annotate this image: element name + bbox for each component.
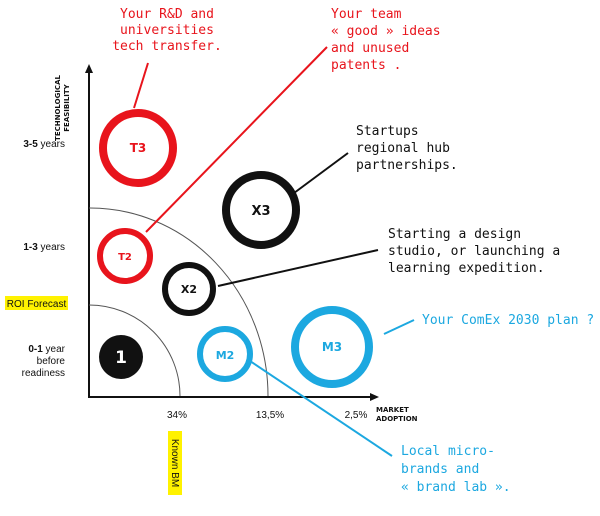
horizon-arc-outer bbox=[88, 207, 269, 397]
svg-text:X2: X2 bbox=[181, 283, 197, 296]
svg-text:regional hub: regional hub bbox=[356, 141, 450, 156]
x-tick-2-5: 2,5% bbox=[345, 410, 368, 421]
note-design-studio: Starting a design studio, or launching a… bbox=[388, 227, 560, 276]
connector-m2-note bbox=[243, 356, 393, 457]
circle-m2: M2 bbox=[197, 326, 253, 382]
svg-text:Local micro-: Local micro- bbox=[401, 444, 495, 459]
svg-text:and unused: and unused bbox=[331, 41, 409, 56]
circle-1: 1 bbox=[99, 335, 143, 379]
connector-x2-note bbox=[217, 249, 379, 287]
svg-text:partnerships.: partnerships. bbox=[356, 158, 458, 173]
svg-text:Your ComEx 2030 plan ?: Your ComEx 2030 plan ? bbox=[422, 313, 594, 328]
svg-text:« brand lab ».: « brand lab ». bbox=[401, 480, 511, 495]
roi-forecast-label: ROI Forecast bbox=[7, 299, 67, 310]
circle-t2: T2 bbox=[97, 228, 153, 284]
svg-text:M2: M2 bbox=[216, 349, 235, 362]
svg-text:« good » ideas: « good » ideas bbox=[331, 24, 441, 39]
svg-text:tech transfer.: tech transfer. bbox=[112, 39, 222, 54]
circle-t3: T3 bbox=[99, 109, 177, 187]
y-axis-arrow bbox=[85, 64, 93, 73]
note-team-ideas: Your team « good » ideas and unused pate… bbox=[331, 7, 441, 73]
svg-text:X3: X3 bbox=[251, 204, 270, 219]
y-tick-3-5-years: 3-5 years bbox=[23, 139, 65, 150]
y-tick-readiness: readiness bbox=[22, 368, 65, 379]
known-bm-label: Known BM bbox=[169, 439, 180, 487]
y-axis-title-line2: FEASIBILITY bbox=[63, 83, 71, 131]
y-tick-1-3-years: 1-3 years bbox=[23, 242, 65, 253]
svg-text:Starting a design: Starting a design bbox=[388, 227, 521, 242]
note-local-brands: Local micro- brands and « brand lab ». bbox=[401, 444, 511, 495]
connector-m3-note bbox=[383, 319, 415, 335]
x-axis-arrow bbox=[370, 393, 379, 401]
svg-text:1: 1 bbox=[115, 348, 127, 368]
circle-m3: M3 bbox=[291, 306, 373, 388]
svg-text:Startups: Startups bbox=[356, 124, 419, 139]
svg-text:learning expedition.: learning expedition. bbox=[388, 261, 545, 276]
note-comex-plan: Your ComEx 2030 plan ? bbox=[422, 313, 594, 328]
known-bm-highlight bbox=[168, 431, 182, 495]
svg-text:studio, or launching a: studio, or launching a bbox=[388, 244, 560, 259]
connector-t3-note bbox=[133, 62, 149, 109]
svg-text:patents .: patents . bbox=[331, 58, 401, 73]
svg-text:T2: T2 bbox=[118, 252, 132, 263]
svg-text:brands and: brands and bbox=[401, 462, 479, 477]
circle-x3: X3 bbox=[222, 171, 300, 249]
connector-t2-note bbox=[145, 46, 328, 233]
roi-forecast-highlight bbox=[5, 296, 68, 310]
svg-text:universities: universities bbox=[120, 23, 214, 38]
note-rd-tech-transfer: Your R&D and universities tech transfer. bbox=[112, 7, 222, 54]
circle-x2: X2 bbox=[162, 262, 216, 316]
y-axis-title-line1: TECHNOLOGICAL bbox=[54, 75, 62, 141]
svg-text:M3: M3 bbox=[322, 340, 342, 354]
svg-text:Your team: Your team bbox=[331, 7, 402, 22]
horizon-arc-inner bbox=[88, 304, 181, 397]
note-startups: Startups regional hub partnerships. bbox=[356, 124, 458, 173]
y-tick-before: before bbox=[37, 356, 66, 367]
x-tick-34: 34% bbox=[167, 410, 187, 421]
svg-text:Your R&D and: Your R&D and bbox=[120, 7, 214, 22]
y-tick-0-1-year: 0-1 year bbox=[28, 344, 65, 355]
connector-x3-note bbox=[289, 152, 349, 197]
x-tick-13-5: 13,5% bbox=[256, 410, 284, 421]
x-axis-title-line2: ADOPTION bbox=[376, 415, 418, 423]
x-axis-title-line1: MARKET bbox=[376, 406, 409, 414]
svg-text:T3: T3 bbox=[130, 141, 147, 155]
